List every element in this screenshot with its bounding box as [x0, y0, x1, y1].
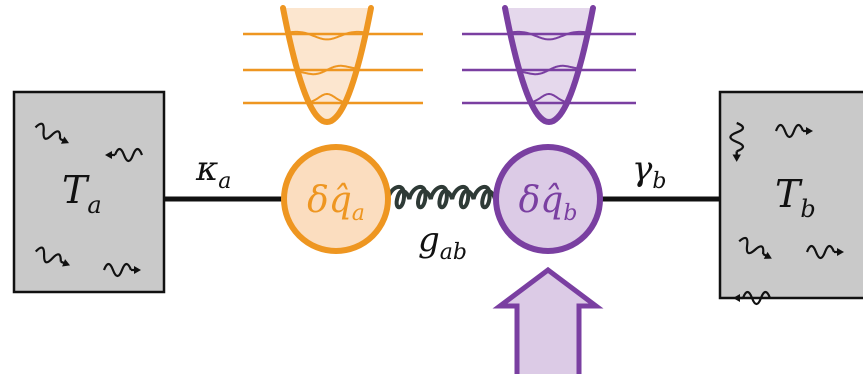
mode-a-label: δq̂a — [307, 180, 365, 226]
wavefunction — [309, 93, 345, 103]
harmonic-potential-icon — [462, 5, 636, 126]
kappa-label: κa — [195, 149, 231, 194]
mode-a: δq̂a — [281, 144, 391, 254]
coupling-spring — [386, 184, 497, 210]
bath-b-label: Tb — [775, 172, 816, 223]
harmonic-potential-icon — [243, 5, 423, 126]
potential-curve — [502, 5, 596, 126]
wavefunction — [512, 30, 586, 41]
wavefunction — [290, 30, 364, 41]
wavefunction — [531, 93, 567, 103]
mode-b: δq̂b — [493, 144, 603, 254]
wavefunction — [298, 64, 356, 76]
bath-a: Ta — [12, 90, 166, 294]
mode-a-circle — [281, 144, 391, 254]
bath-b: Tb — [718, 90, 863, 306]
spring-coil — [386, 184, 497, 210]
bath-b-box — [718, 90, 863, 300]
coupling-label: gab — [418, 220, 467, 265]
mode-b-label: δq̂b — [519, 180, 578, 226]
wavefunction — [520, 64, 578, 76]
gamma-label: γb — [632, 149, 666, 194]
potential-curve — [280, 5, 374, 126]
mode-b-circle — [493, 144, 603, 254]
drive-arrow-icon — [492, 266, 604, 374]
bath-a-label: Ta — [62, 168, 102, 219]
